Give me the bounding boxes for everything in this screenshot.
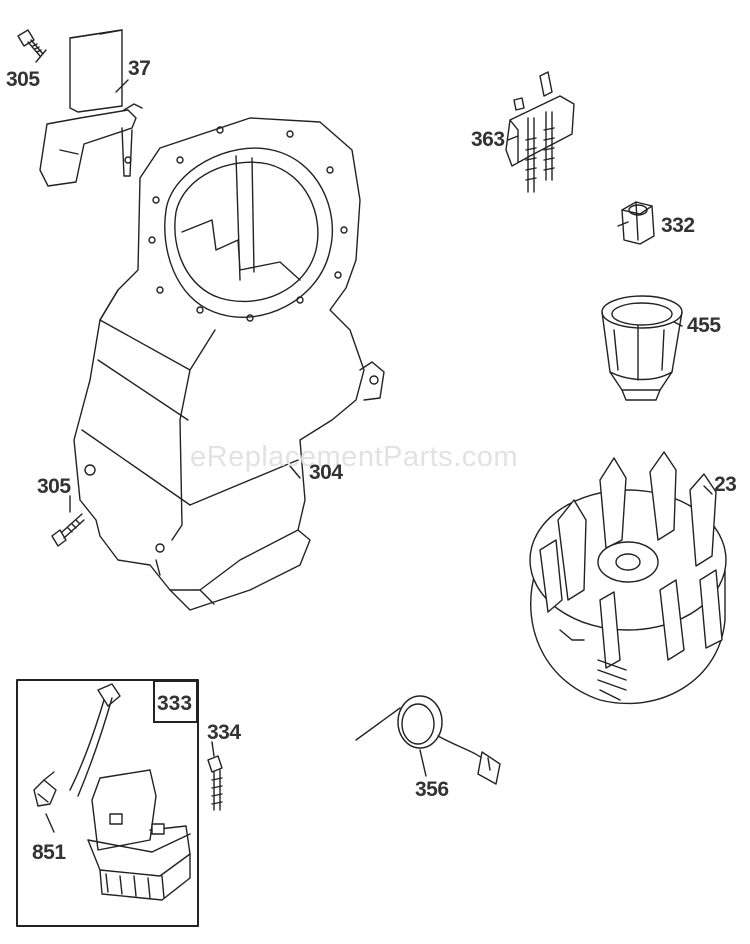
label-334: 334 (207, 721, 241, 744)
kit-label-box: 333 (153, 680, 198, 723)
screw-305-top (17, 29, 44, 57)
label-356: 356 (415, 778, 449, 801)
nut-332 (621, 201, 655, 245)
label-23: 23 (714, 473, 737, 496)
bracket-363 (505, 71, 575, 193)
label-332: 332 (661, 214, 695, 237)
cup-455 (601, 295, 683, 401)
blower-housing-304 (73, 117, 385, 611)
screw-334 (207, 755, 223, 811)
label-304: 304 (309, 461, 343, 484)
label-37: 37 (128, 57, 151, 80)
label-363: 363 (471, 128, 505, 151)
ignition-coil-333 (69, 683, 191, 901)
wire-356 (355, 695, 501, 785)
label-305-top: 305 (6, 68, 40, 91)
label-333: 333 (157, 692, 193, 715)
label-455: 455 (687, 314, 721, 337)
air-guide-37 (39, 29, 143, 187)
watermark: eReplacementParts.com (190, 441, 519, 473)
label-851: 851 (32, 841, 66, 864)
kit-frame-333 (16, 679, 199, 927)
label-305-mid: 305 (37, 475, 71, 498)
screw-305-mid (51, 513, 85, 547)
terminal-851 (33, 771, 57, 807)
flywheel-23 (529, 451, 727, 705)
